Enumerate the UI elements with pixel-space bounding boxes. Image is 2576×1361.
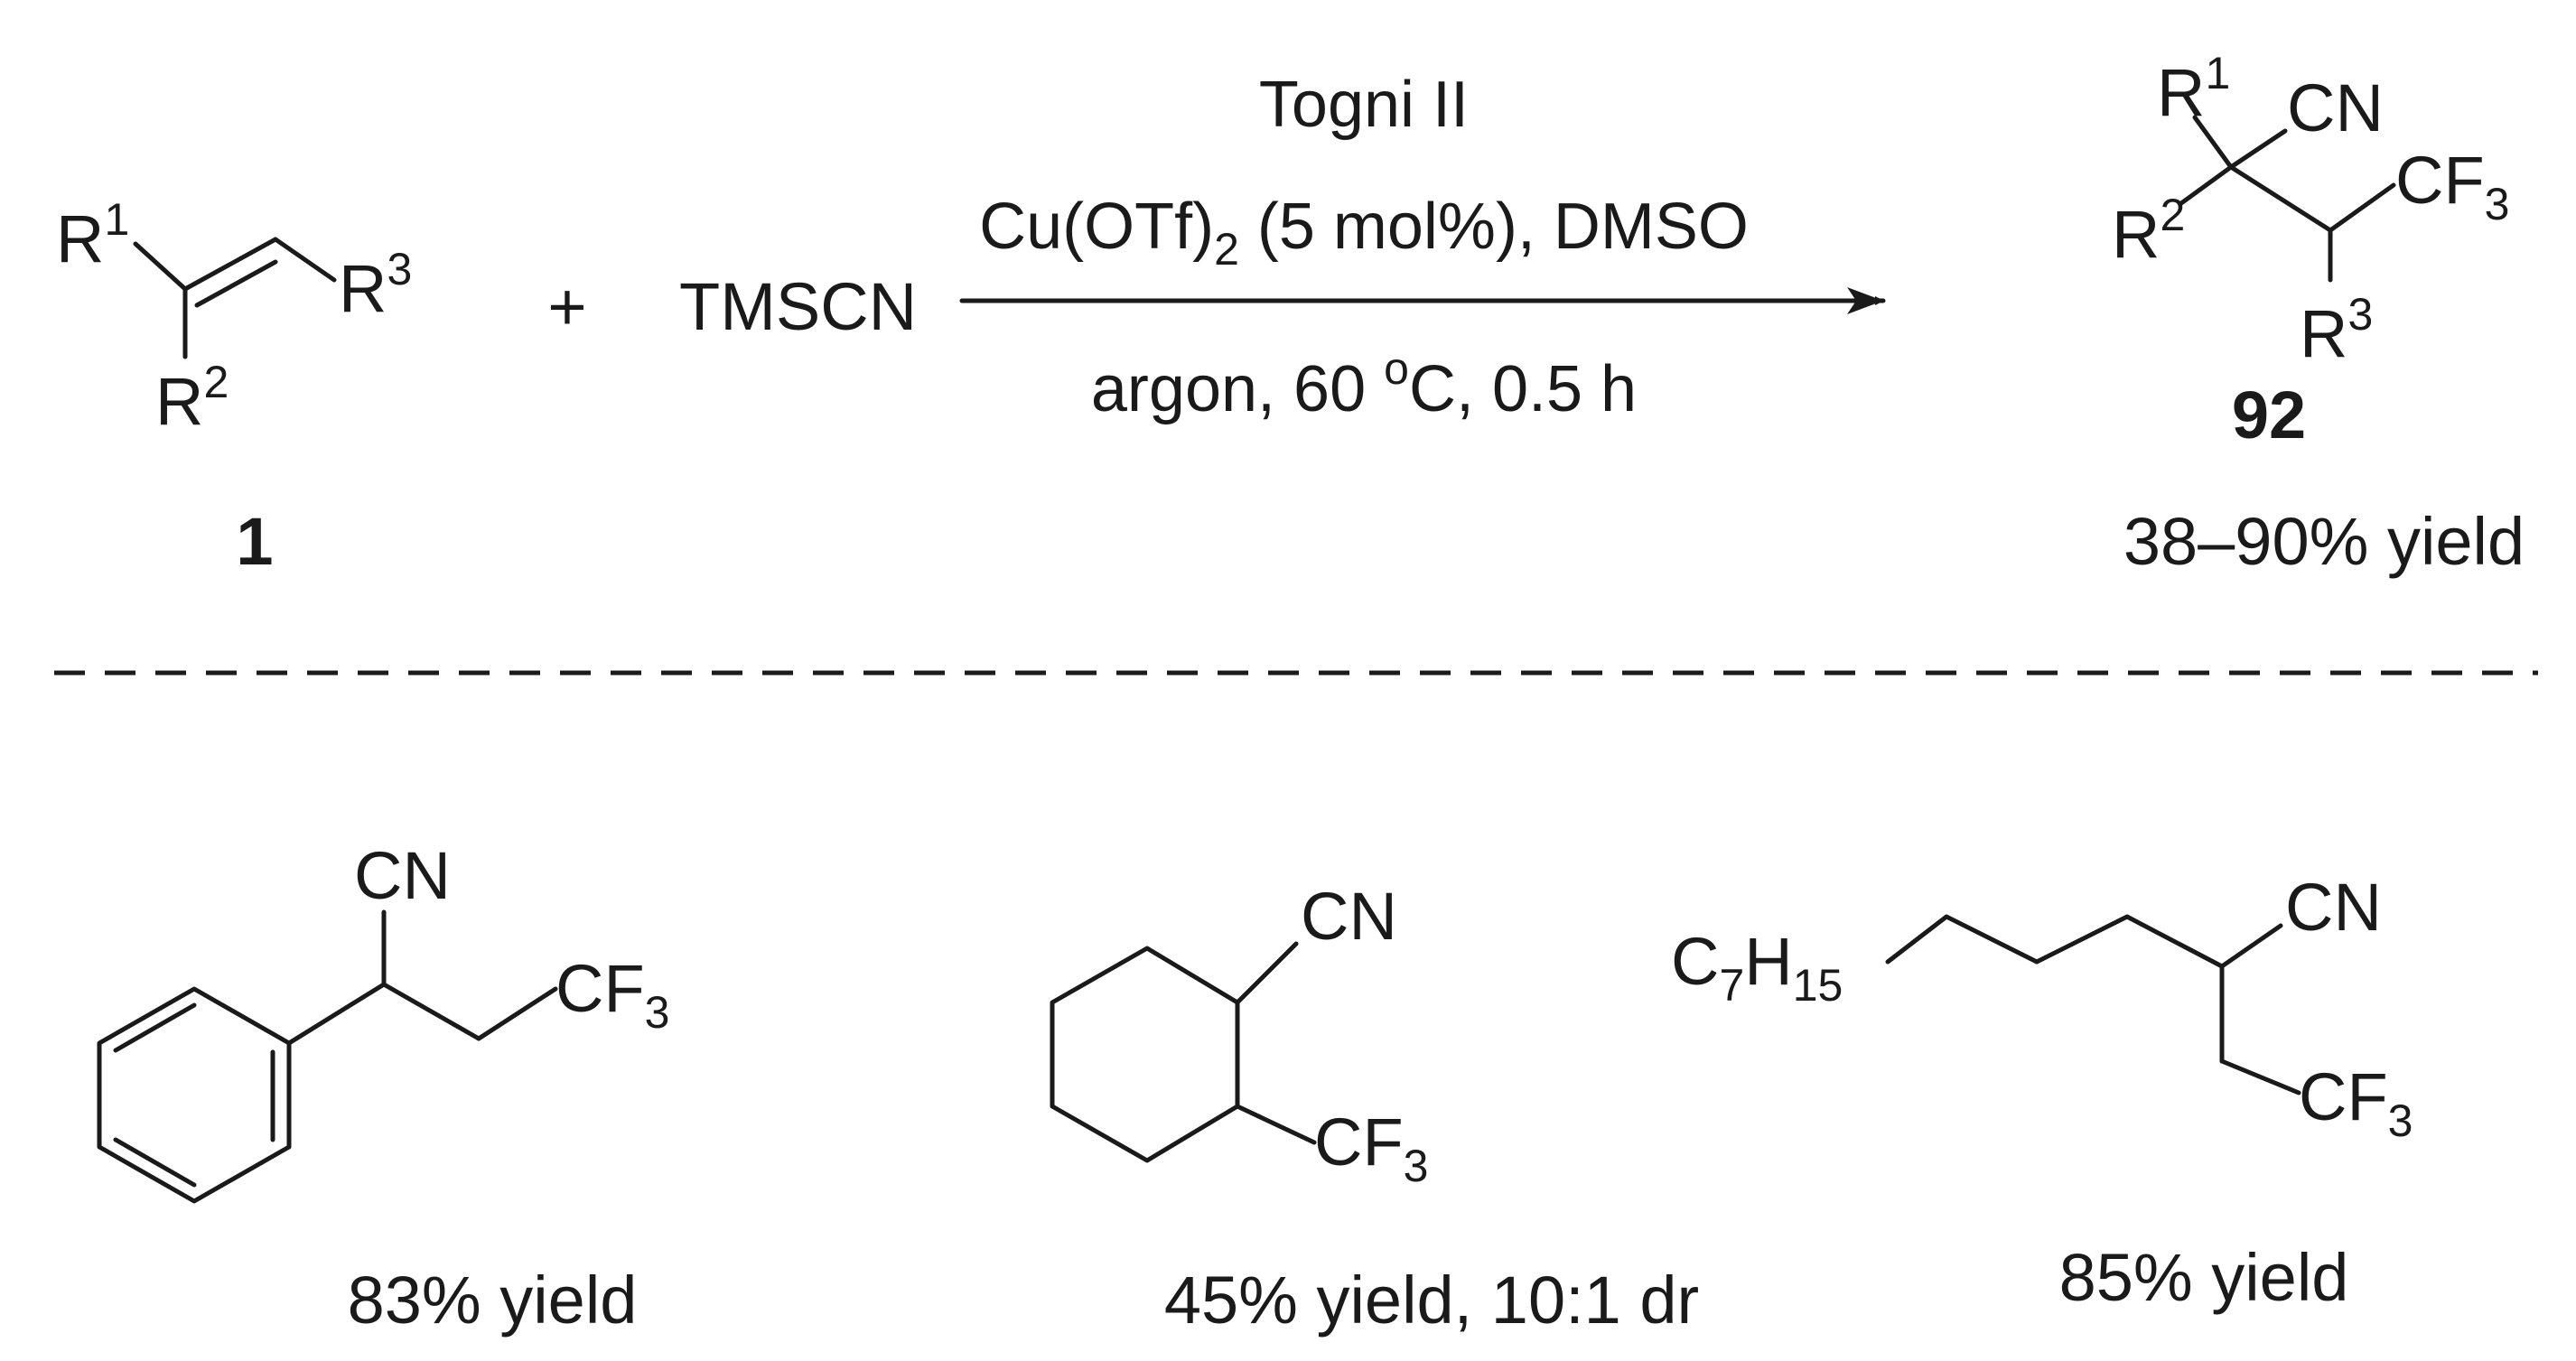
- example3-yield: 85% yield: [2059, 1240, 2349, 1315]
- example3-cf3-label: CF3: [2299, 1059, 2413, 1146]
- benzene-inner-bond-1: [113, 1002, 197, 1053]
- ch2-to-cf3-bond: [476, 986, 558, 1041]
- example2-cf3-label: CF3: [1314, 1105, 1428, 1191]
- example-alkyl-chain: C7H15 CN CF3 85% yield: [1671, 870, 2413, 1315]
- alkene-bond-r1: [133, 241, 188, 292]
- condition-catalyst: Cu(OTf)2 (5 mol%), DMSO: [979, 191, 1749, 275]
- example2-yield: 45% yield, 10:1 dr: [1164, 1263, 1699, 1338]
- product-bond-cf3: [2328, 182, 2396, 233]
- product-bond-cn: [2228, 128, 2288, 170]
- reactant-compound-number: 1: [236, 504, 273, 579]
- product-compound-number: 92: [2232, 378, 2306, 452]
- example1-cf3-label: CF3: [555, 951, 669, 1038]
- reactant-r2-label: R2: [155, 357, 229, 439]
- alkyl-chain-bonds: [1885, 914, 2225, 969]
- plus-sign: +: [547, 269, 586, 344]
- condition-atmosphere-temp-time: argon, 60 oC, 0.5 h: [1091, 343, 1637, 425]
- alkene-double-bond-inner: [194, 259, 278, 308]
- phenyl-to-ch-bond: [286, 982, 387, 1046]
- product-cf3-label: CF3: [2395, 143, 2509, 229]
- cyclohexane-ring: [1050, 946, 1240, 1163]
- product-bond-backbone: [2228, 164, 2333, 233]
- reaction-arrowhead: [1847, 287, 1883, 314]
- alkene-bond-r3: [273, 237, 337, 283]
- product-bond-r2: [2179, 164, 2234, 206]
- alkene-double-bond: [182, 237, 278, 292]
- starting-alkene: R1 R3 R2 1: [56, 194, 412, 579]
- example2-cn-label: CN: [1301, 879, 1397, 954]
- condition-togni: Togni II: [1259, 69, 1469, 141]
- product-r2-label: R2: [2112, 190, 2185, 272]
- example1-yield: 83% yield: [348, 1263, 638, 1338]
- example-cyclohexyl: CN CF3 45% yield, 10:1 dr: [1050, 879, 1699, 1338]
- product-r3-label: R3: [2300, 289, 2373, 371]
- reactant-r1-label: R1: [56, 194, 129, 276]
- reactant-r3-label: R3: [339, 244, 412, 326]
- ring-to-cf3-bond: [1235, 1104, 1317, 1145]
- ch2-to-cf3-bond-3: [2219, 1058, 2301, 1095]
- example1-cn-label: CN: [354, 838, 451, 913]
- example3-cn-label: CN: [2285, 870, 2382, 945]
- product-structure: R1 CN CF3 R2 R3 92 38–90% yield: [2112, 48, 2525, 579]
- product-bond-r1: [2192, 115, 2234, 170]
- reaction-arrow-group: Togni II Cu(OTf)2 (5 mol%), DMSO argon, …: [959, 69, 1886, 425]
- product-yield-range: 38–90% yield: [2123, 504, 2525, 579]
- product-nitrile-label: CN: [2287, 70, 2384, 145]
- reagent-tmscn: TMSCN: [679, 269, 917, 344]
- example-phenyl: CN CF3 83% yield: [97, 838, 669, 1338]
- ch-to-ch2-bond: [381, 982, 481, 1041]
- benzene-inner-bond-3: [113, 1137, 197, 1188]
- product-r1-label: R1: [2157, 48, 2230, 130]
- example3-chain-label: C7H15: [1671, 924, 1843, 1011]
- benzene-ring: [97, 986, 292, 1204]
- chain-to-cn-bond: [2219, 923, 2283, 969]
- ring-to-cn-bond: [1235, 941, 1299, 1005]
